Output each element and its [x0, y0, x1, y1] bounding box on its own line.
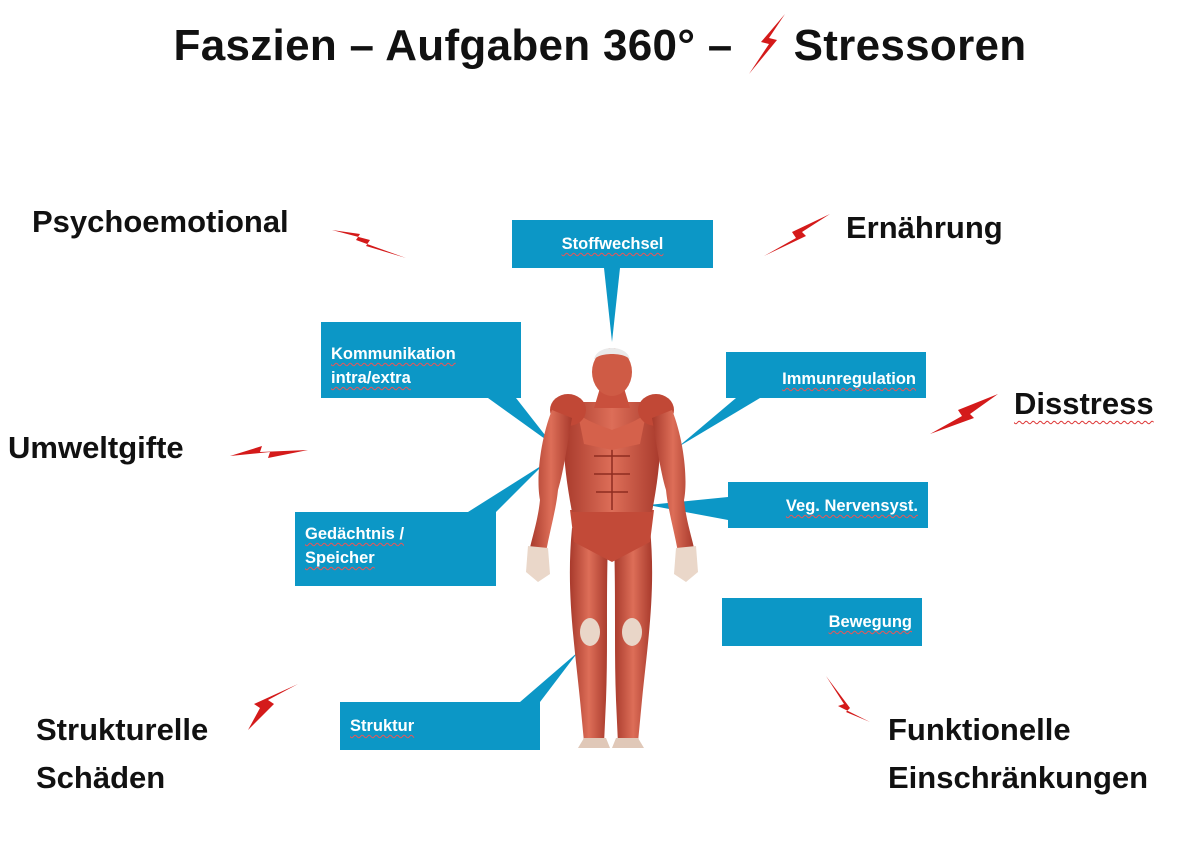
pointer-kommunikation [488, 398, 552, 444]
stressor-strukturelle-line2: Schäden [36, 760, 166, 796]
lightning-bolts [230, 214, 998, 730]
callout-gedaechtnis-line1: Gedächtnis / [305, 525, 405, 543]
callout-gedaechtnis: Gedächtnis / Speicher [295, 512, 496, 586]
callout-kommunikation-line1: Kommunikation [331, 345, 456, 363]
stressor-disstress: Disstress [1014, 386, 1154, 421]
callout-immunregulation: Immunregulation [726, 352, 926, 398]
stressor-funktionelle-einschraenkungen: Funktionelle Einschränkungen [888, 706, 1148, 802]
stressor-funktionelle-line2: Einschränkungen [888, 760, 1149, 796]
title-part2: Stressoren [793, 21, 1027, 70]
callout-struktur-label: Struktur [350, 717, 415, 735]
stressor-ernaehrung: Ernährung [846, 210, 1003, 245]
pointer-gedaechtnis [468, 464, 544, 512]
lightning-bolt-icon-disstress [930, 394, 998, 434]
callout-immunregulation-label: Immunregulation [782, 370, 916, 388]
stressor-umweltgifte: Umweltgifte [8, 430, 184, 465]
stressor-strukturelle-line1: Strukturelle [36, 712, 209, 747]
callout-kommunikation-line2: intra/extra [331, 369, 411, 387]
page-title: Faszien – Aufgaben 360° – Stressoren [0, 14, 1200, 74]
stressor-funktionelle-line1: Funktionelle [888, 712, 1071, 747]
pointer-immunregulation [678, 398, 760, 447]
pointer-struktur [520, 652, 578, 702]
callout-bewegung-label: Bewegung [828, 613, 912, 631]
pointer-stoffwechsel [604, 268, 620, 342]
lightning-bolt-icon-psychoemotional [332, 230, 406, 258]
callout-gedaechtnis-line2: Speicher [305, 549, 375, 567]
callout-stoffwechsel-label: Stoffwechsel [561, 235, 664, 253]
stressor-strukturelle-schaeden: Strukturelle Schäden [36, 706, 208, 802]
human-muscle-anatomy-figure [526, 348, 698, 748]
callout-bewegung: Bewegung [722, 598, 922, 646]
callout-pointers [468, 268, 760, 702]
lightning-bolt-icon-umweltgifte [230, 446, 308, 458]
lightning-bolt-icon-ernaehrung [764, 214, 830, 256]
callout-kommunikation: Kommunikation intra/extra [321, 322, 521, 398]
callout-struktur: Struktur [340, 702, 540, 750]
lightning-bolt-icon-strukturelle [248, 684, 298, 730]
pointer-veg-nervensyst [648, 497, 728, 520]
callout-veg-nervensyst: Veg. Nervensyst. [728, 482, 928, 528]
callout-stoffwechsel: Stoffwechsel [512, 220, 713, 268]
lightning-bolt-icon-funktionelle [826, 676, 870, 722]
title-part1: Faszien – Aufgaben 360° – [173, 21, 733, 70]
callout-veg-nervensyst-label: Veg. Nervensyst. [785, 497, 918, 515]
stressor-psychoemotional: Psychoemotional [32, 204, 289, 239]
